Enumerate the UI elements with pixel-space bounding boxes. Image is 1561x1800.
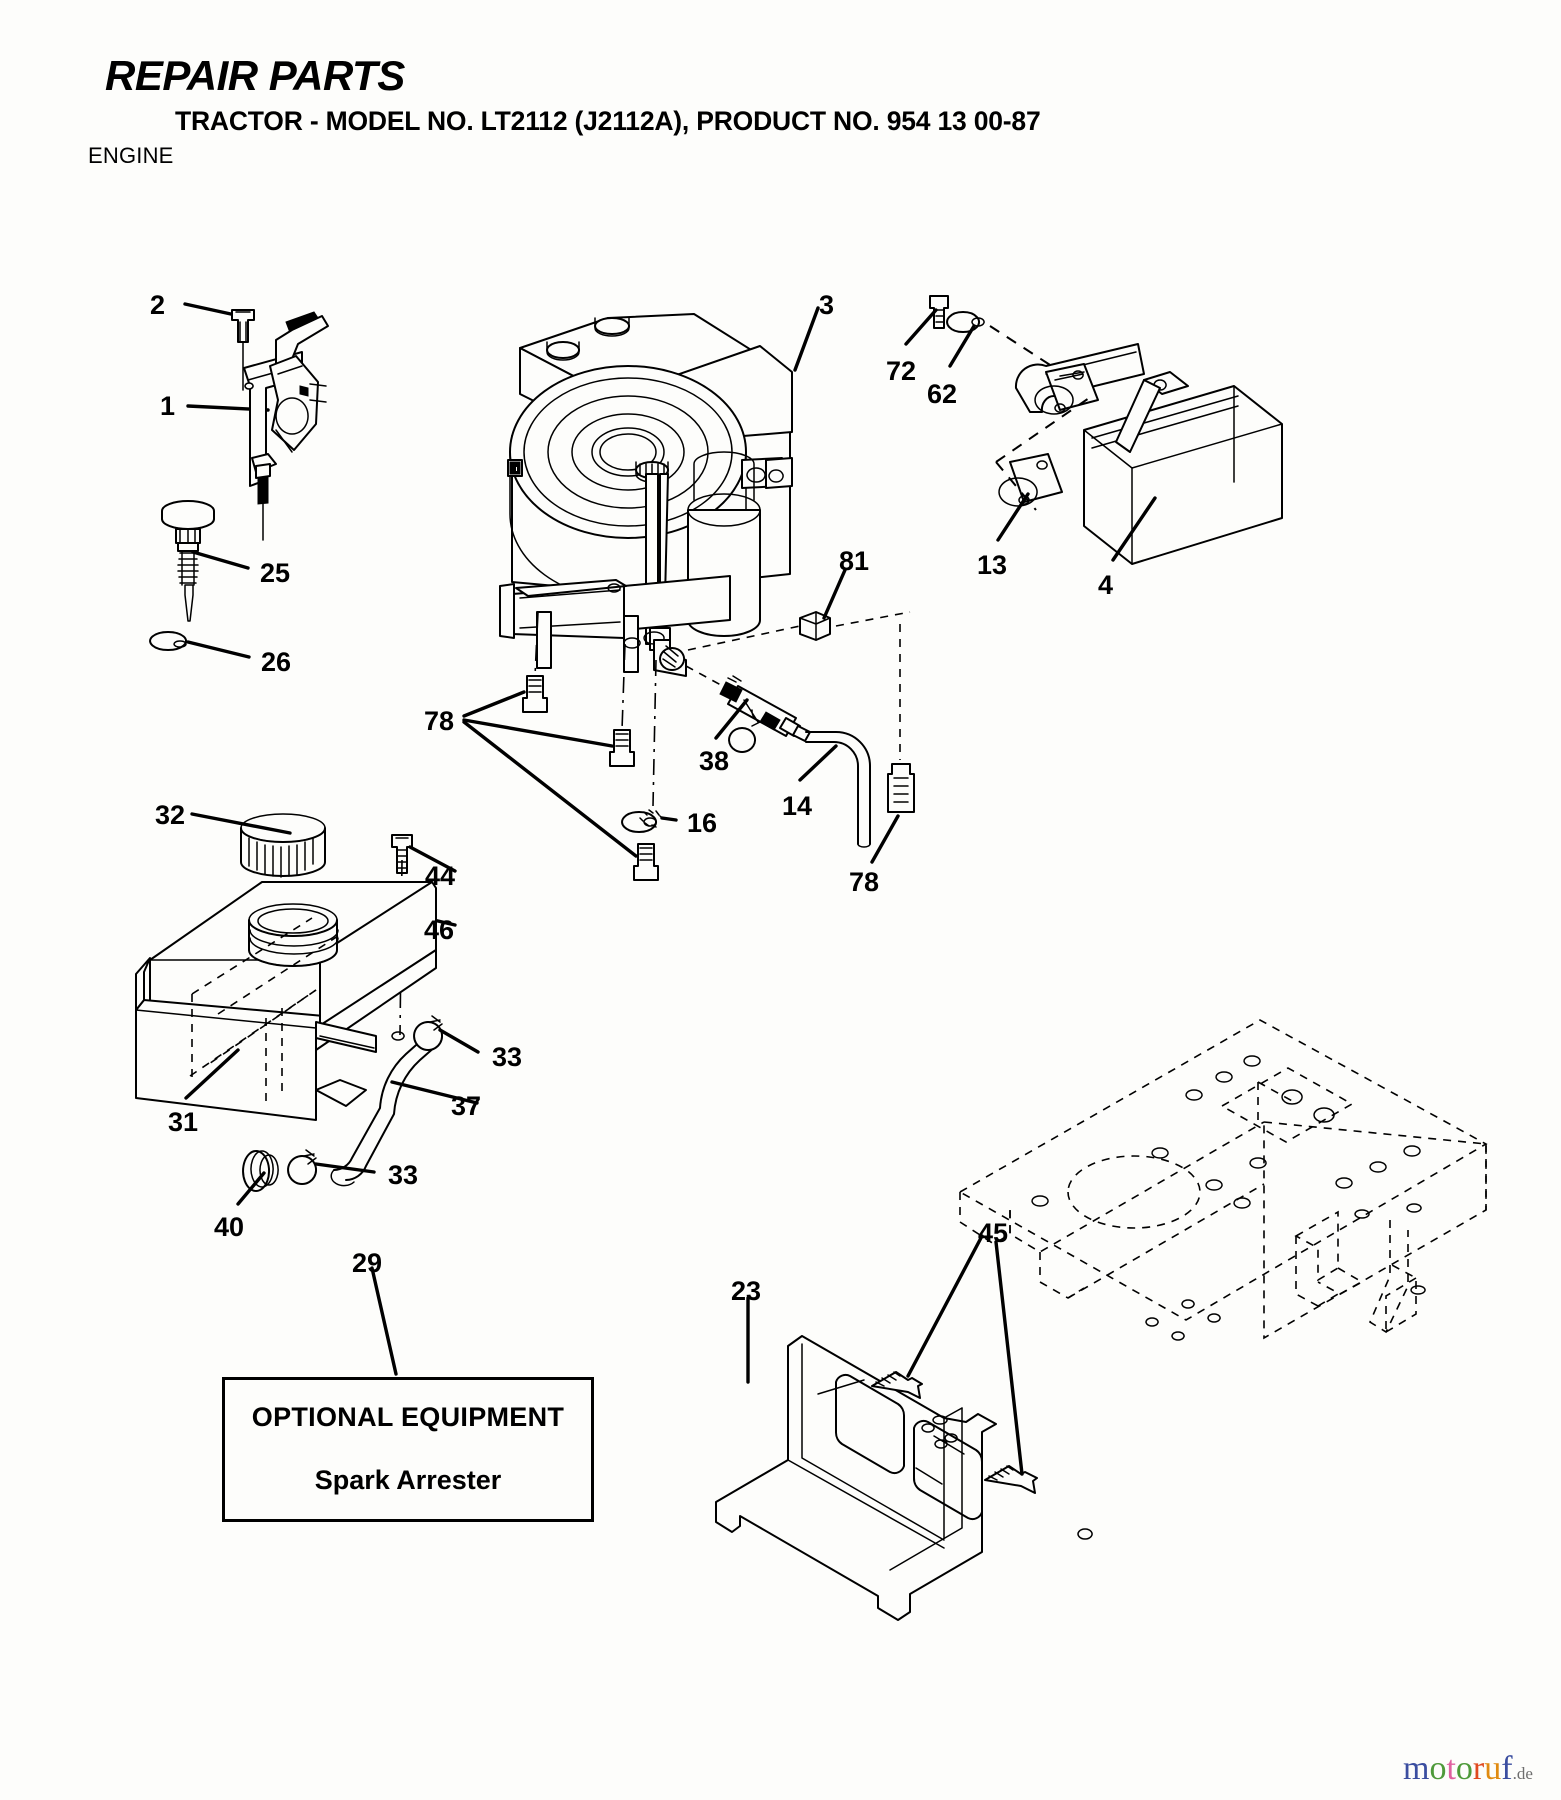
fuel-shutoff-valve (685, 665, 811, 753)
watermark-letter: t (1446, 1750, 1456, 1787)
fuel-hose-assembly (287, 1015, 480, 1187)
model-subtitle: TRACTOR - MODEL NO. LT2112 (J2112A), PRO… (175, 106, 1041, 136)
section-label: ENGINE (88, 143, 174, 168)
optional-equipment-item: Spark Arrester (314, 1465, 502, 1495)
muffler-hardware (904, 295, 1065, 375)
part-callout-78: 78 (849, 867, 880, 897)
choke-cable-assembly (161, 500, 250, 622)
part-callout-45: 45 (978, 1218, 1009, 1248)
part-callout-46: 46 (424, 915, 455, 945)
part-callout-31: 31 (168, 1107, 199, 1137)
part-callout-44: 44 (425, 861, 456, 891)
locknut-16 (621, 659, 678, 833)
chassis-frame-phantom (958, 1019, 1488, 1341)
watermark-letter: f (1501, 1750, 1513, 1787)
part-callout-32: 32 (155, 800, 186, 830)
part-callout-29: 29 (352, 1248, 383, 1278)
part-callout-78: 78 (424, 706, 455, 736)
watermark-letter: r (1472, 1750, 1485, 1787)
nut-81 (687, 568, 911, 651)
watermark-letter: u (1484, 1750, 1502, 1787)
part-callout-38: 38 (699, 746, 730, 776)
optional-equipment-box: OPTIONAL EQUIPMENT Spark Arrester (222, 1377, 594, 1522)
watermark-suffix: .de (1512, 1764, 1533, 1783)
watermark-wordmark: motoruf (1403, 1750, 1513, 1787)
washer-26 (149, 631, 251, 659)
engine-bracket-assembly (715, 1234, 1093, 1621)
part-callout-23: 23 (731, 1276, 762, 1306)
muffler (995, 343, 1283, 565)
part-callout-25: 25 (260, 558, 291, 588)
part-callout-72: 72 (886, 356, 917, 386)
fuel-line-14 (798, 731, 871, 848)
part-callout-62: 62 (927, 379, 958, 409)
leader-29 (370, 1266, 398, 1376)
motoruf-watermark: motoruf.de (1403, 1752, 1533, 1786)
part-callout-13: 13 (977, 550, 1008, 580)
part-callout-16: 16 (687, 808, 718, 838)
page-title: REPAIR PARTS (105, 52, 405, 99)
watermark-letter: o (1455, 1750, 1473, 1787)
part-callout-33: 33 (388, 1160, 419, 1190)
bolts-78 (462, 611, 915, 881)
part-callout-81: 81 (839, 546, 870, 576)
fuel-cap (190, 812, 326, 878)
optional-equipment-heading: OPTIONAL EQUIPMENT (251, 1402, 565, 1432)
engine-assembly (499, 306, 820, 677)
throttle-control-assembly (183, 302, 329, 541)
watermark-letter: o (1429, 1750, 1447, 1787)
part-callout-3: 3 (819, 290, 835, 320)
part-callout-40: 40 (214, 1212, 245, 1242)
fuel-tank (135, 881, 437, 1121)
part-callout-1: 1 (160, 391, 176, 421)
part-callout-33: 33 (492, 1042, 523, 1072)
part-callout-26: 26 (261, 647, 292, 677)
grommet-40 (236, 1150, 279, 1206)
part-callout-37: 37 (451, 1091, 482, 1121)
watermark-letter: m (1403, 1750, 1430, 1787)
part-callout-2: 2 (150, 290, 166, 320)
part-callout-14: 14 (782, 791, 813, 821)
part-callout-4: 4 (1098, 570, 1114, 600)
